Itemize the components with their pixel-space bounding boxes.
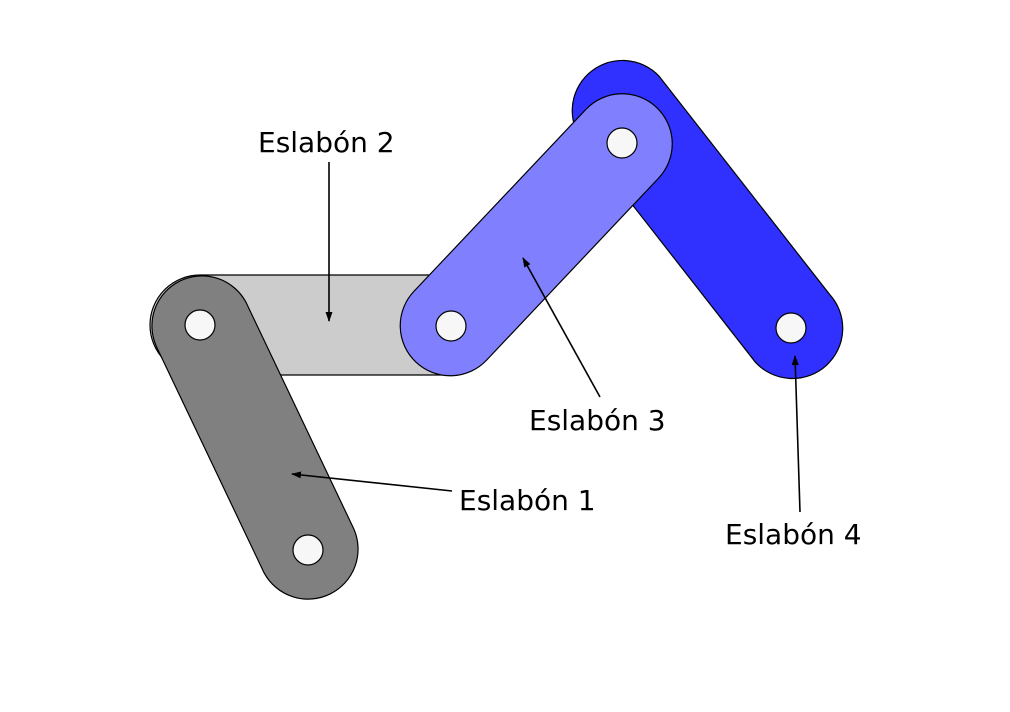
pin-link1-bottom [292, 534, 324, 566]
link-3 [399, 93, 673, 377]
leader-link-1 [291, 471, 453, 492]
leader-link-3 [522, 257, 601, 398]
label-link-4: Eslabón 4 [725, 518, 862, 551]
link-3-body [399, 93, 673, 377]
pin-link3-left [435, 310, 467, 342]
label-link-1: Eslabón 1 [459, 484, 596, 517]
leader-link-4 [791, 355, 801, 513]
pin-link4-right [775, 312, 807, 344]
label-link-2: Eslabón 2 [258, 126, 395, 159]
label-link-3: Eslabón 3 [529, 404, 666, 437]
link-1-body [151, 275, 359, 600]
pin-link1-top [184, 309, 216, 341]
link-1 [151, 275, 359, 600]
pin-link3-top [606, 127, 638, 159]
